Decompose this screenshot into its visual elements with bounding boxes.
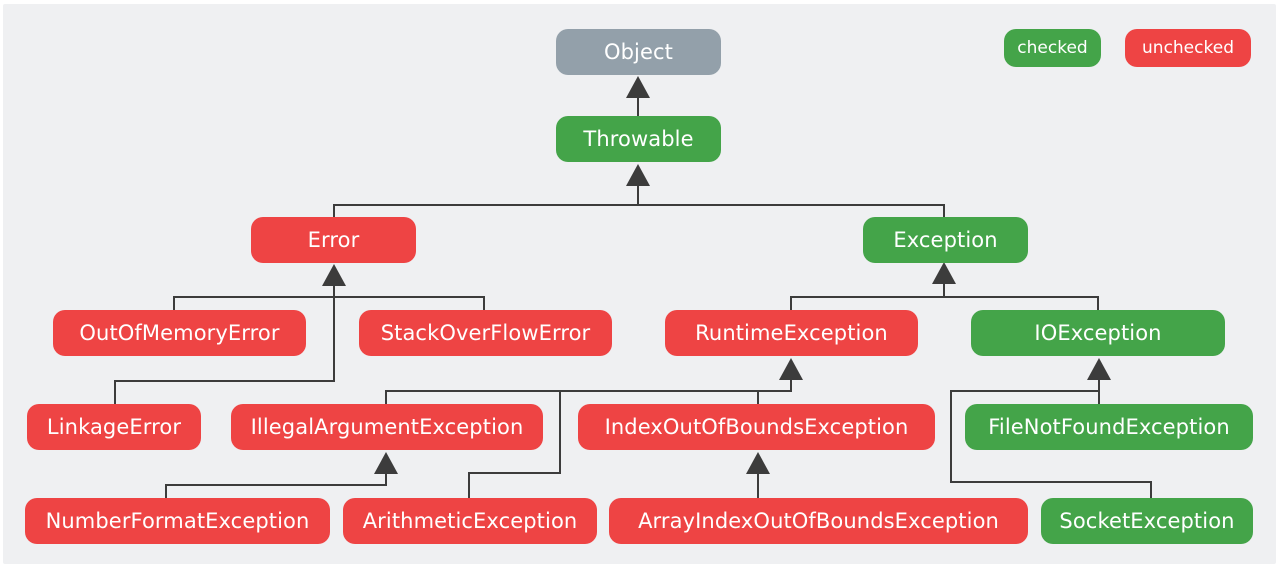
node-exception: Exception bbox=[863, 217, 1028, 263]
legend-unchecked-badge: unchecked bbox=[1125, 29, 1251, 67]
node-array-index-out-of-bounds-exception: ArrayIndexOutOfBoundsException bbox=[609, 498, 1028, 544]
arrowhead-indexoutofboundsexception bbox=[746, 452, 770, 474]
connector-error-throwable bbox=[333, 185, 639, 217]
node-runtime-exception: RuntimeException bbox=[665, 310, 918, 356]
arrowhead-ioexception bbox=[1087, 358, 1111, 380]
node-error: Error bbox=[251, 217, 416, 263]
connector-illegalargumentexception-runtimeexception bbox=[385, 379, 792, 404]
connector-exception-throwable bbox=[638, 204, 945, 217]
node-throwable: Throwable bbox=[556, 116, 721, 162]
node-object: Object bbox=[556, 29, 721, 75]
connector-lines bbox=[114, 97, 1152, 498]
node-io-exception: IOException bbox=[971, 310, 1225, 356]
node-socket-exception: SocketException bbox=[1041, 498, 1253, 544]
node-stack-overflow-error: StackOverFlowError bbox=[359, 310, 612, 356]
arrowhead-runtimeexception bbox=[779, 358, 803, 380]
connector-outofmemoryerror-error bbox=[173, 285, 335, 310]
arrowhead-throwable bbox=[626, 164, 650, 186]
arrowhead-illegalargumentexception bbox=[374, 452, 398, 474]
node-number-format-exception: NumberFormatException bbox=[25, 498, 330, 544]
connector-ioexception-exception bbox=[944, 296, 1099, 310]
arrowhead-object bbox=[626, 76, 650, 98]
node-out-of-memory-error: OutOfMemoryError bbox=[53, 310, 306, 356]
connector-linkageerror-error bbox=[114, 297, 335, 404]
node-index-out-of-bounds-exception: IndexOutOfBoundsException bbox=[578, 404, 935, 450]
node-arithmetic-exception: ArithmeticException bbox=[343, 498, 597, 544]
connector-stackoverflowerror-error bbox=[334, 296, 485, 310]
legend-checked-badge: checked bbox=[1004, 29, 1101, 67]
connector-runtimeexception-exception bbox=[790, 283, 945, 310]
arrowhead-error bbox=[322, 264, 346, 286]
node-file-not-found-exception: FileNotFoundException bbox=[965, 404, 1253, 450]
connector-numberformatexception-illegalargumentexception bbox=[165, 473, 387, 498]
connector-socketexception-ioexception bbox=[950, 390, 1152, 498]
node-linkage-error: LinkageError bbox=[27, 404, 201, 450]
arrowhead-exception bbox=[932, 262, 956, 284]
connector-arithmeticexception-runtimeexception bbox=[468, 391, 561, 498]
connector-arrowheads bbox=[322, 76, 1111, 474]
node-illegal-argument-exception: IllegalArgumentException bbox=[231, 404, 543, 450]
